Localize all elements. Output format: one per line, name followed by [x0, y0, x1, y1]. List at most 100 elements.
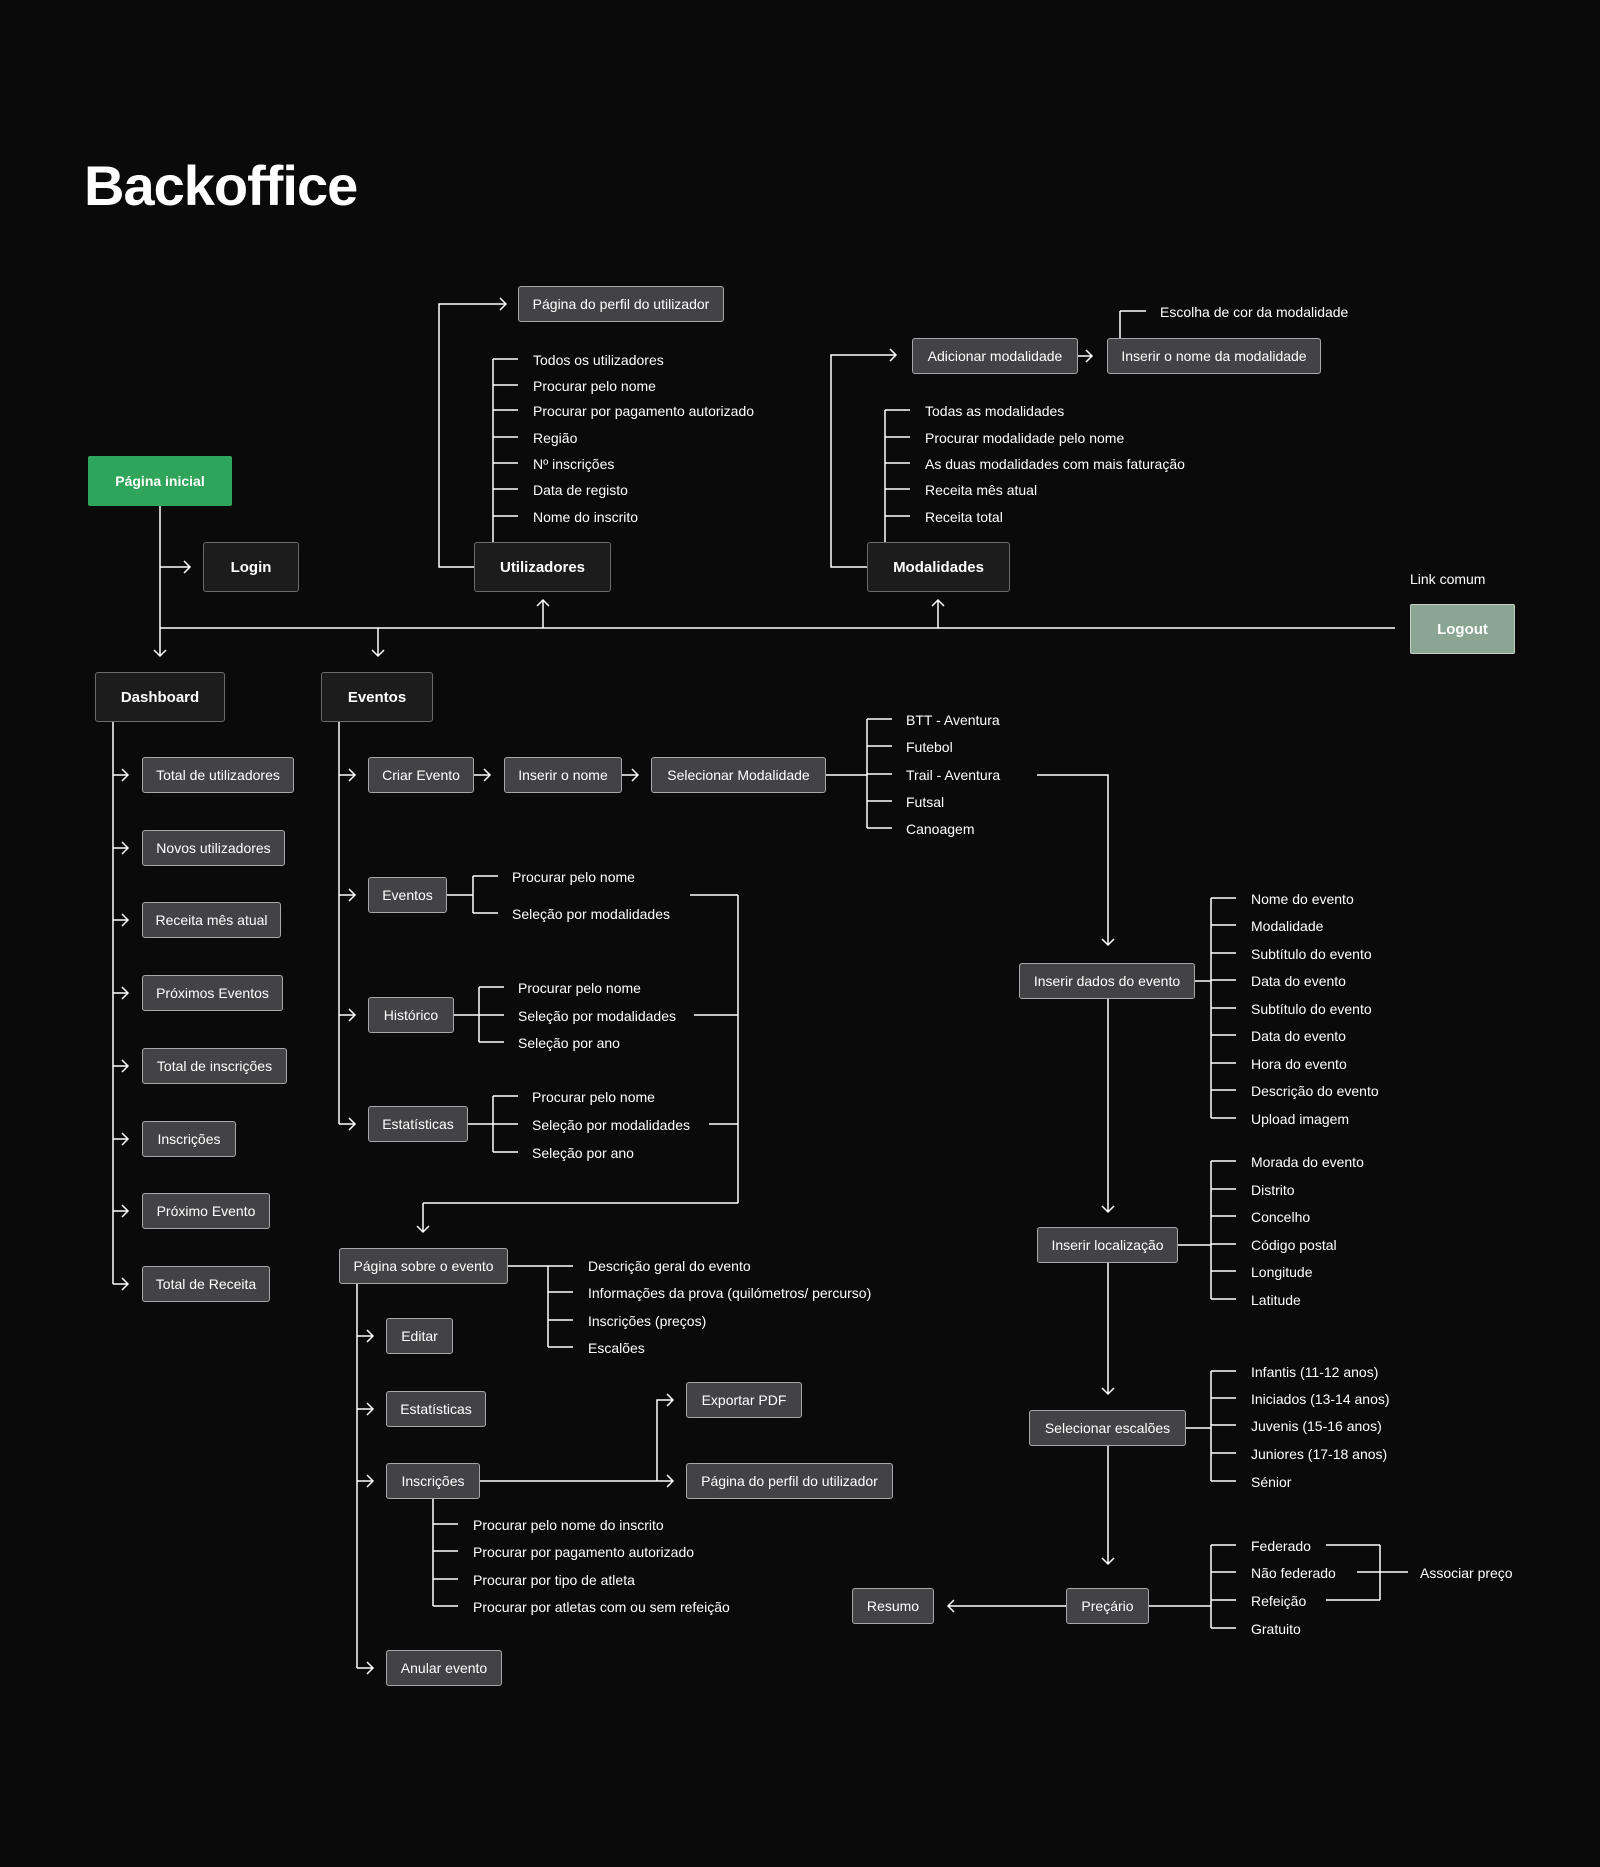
list-item: Nome do evento [1251, 891, 1354, 907]
filter-item: Seleção por modalidades [512, 906, 670, 922]
list-item: Informações da prova (quilómetros/ percu… [588, 1285, 872, 1301]
list-item: Modalidade [1251, 918, 1324, 934]
dashboard-item[interactable]: Total de inscrições [142, 1048, 287, 1084]
connector [366, 1402, 375, 1416]
filter-item: Procurar pelo nome [518, 980, 641, 996]
list-item: Receita total [925, 509, 1003, 525]
connector [631, 768, 640, 782]
list-item: Descrição do evento [1251, 1083, 1379, 1099]
events-node[interactable]: Eventos [321, 672, 433, 722]
dashboard-item[interactable]: Total de utilizadores [142, 757, 294, 793]
list-item: Latitude [1251, 1292, 1301, 1308]
link-common-label: Link comum [1410, 571, 1486, 587]
list-item: Distrito [1251, 1182, 1295, 1198]
dashboard-item[interactable]: Inscrições [142, 1121, 236, 1157]
list-item: Procurar pelo nome [533, 378, 656, 394]
user-profile-node[interactable]: Página do perfil do utilizador [518, 286, 724, 322]
connector [348, 1117, 357, 1131]
connector [121, 1059, 130, 1073]
select-modality-node[interactable]: Selecionar Modalidade [651, 757, 826, 793]
list-item: Todas as modalidades [925, 403, 1065, 419]
dashboard-item[interactable]: Próximos Eventos [142, 975, 283, 1011]
login-node[interactable]: Login [203, 542, 299, 592]
add-modality-node[interactable]: Adicionar modalidade [912, 338, 1078, 374]
list-item: Upload imagem [1251, 1111, 1350, 1127]
connector [666, 1474, 675, 1488]
connector [153, 649, 167, 658]
connector [830, 354, 896, 568]
cancel-event-node[interactable]: Anular evento [386, 1650, 502, 1686]
modalities-node[interactable]: Modalidades [867, 542, 1010, 592]
list-item: Não federado [1251, 1565, 1336, 1581]
connector [1101, 1205, 1115, 1214]
connector [931, 598, 945, 607]
event-statistics-node[interactable]: Estatísticas [386, 1391, 486, 1427]
summary-node[interactable]: Resumo [852, 1588, 934, 1624]
list-item: Sénior [1251, 1474, 1292, 1490]
export-pdf-node[interactable]: Exportar PDF [686, 1382, 802, 1418]
filter-item: Seleção por ano [532, 1145, 634, 1161]
list-item: Procurar pelo nome do inscrito [473, 1517, 664, 1533]
list-item: Código postal [1251, 1237, 1337, 1253]
connector [121, 841, 130, 855]
registrations-node[interactable]: Inscrições [386, 1463, 480, 1499]
associate-price-label: Associar preço [1420, 1565, 1513, 1581]
insert-name-node[interactable]: Inserir o nome [504, 757, 622, 793]
connector [499, 297, 508, 311]
list-item: Gratuito [1251, 1621, 1301, 1637]
dashboard-item[interactable]: Total de Receita [142, 1266, 270, 1302]
edit-node[interactable]: Editar [386, 1318, 453, 1354]
dashboard-node[interactable]: Dashboard [95, 672, 225, 722]
modality-name-node[interactable]: Inserir o nome da modalidade [1107, 338, 1321, 374]
connector [121, 1277, 130, 1291]
filter-item: Seleção por modalidades [518, 1008, 676, 1024]
users-node[interactable]: Utilizadores [474, 542, 611, 592]
connector [1037, 774, 1109, 945]
create-event-node[interactable]: Criar Evento [368, 757, 474, 793]
event-data-node[interactable]: Inserir dados do evento [1019, 963, 1195, 999]
dashboard-item[interactable]: Receita mês atual [142, 902, 281, 938]
list-item: Futebol [906, 739, 953, 755]
event-page-node[interactable]: Página sobre o evento [339, 1248, 508, 1284]
connector [348, 768, 357, 782]
connector [1101, 938, 1115, 947]
list-item: Procurar por tipo de atleta [473, 1572, 635, 1588]
list-item: Procurar por pagamento autorizado [473, 1544, 695, 1560]
filter-item: Seleção por modalidades [532, 1117, 690, 1133]
user-profile-node-2[interactable]: Página do perfil do utilizador [686, 1463, 893, 1499]
connector [121, 986, 130, 1000]
filter-item: Seleção por ano [518, 1035, 620, 1051]
connector [366, 1474, 375, 1488]
list-item: Receita mês atual [925, 482, 1038, 498]
list-item: Nº inscrições [533, 456, 615, 472]
list-item: Longitude [1251, 1264, 1313, 1280]
list-item: Subtítulo do evento [1251, 946, 1372, 962]
list-item: Nome do inscrito [533, 509, 639, 525]
list-item: Federado [1251, 1538, 1311, 1554]
list-item: Procurar modalidade pelo nome [925, 430, 1125, 446]
list-item: Concelho [1251, 1209, 1311, 1225]
connector [1085, 349, 1094, 363]
statistics-node[interactable]: Estatísticas [368, 1106, 468, 1142]
list-item: Data do evento [1251, 973, 1346, 989]
list-item: As duas modalidades com mais faturação [925, 456, 1185, 472]
connector [666, 1393, 675, 1407]
dashboard-item[interactable]: Próximo Evento [142, 1193, 270, 1229]
history-node[interactable]: Histórico [368, 997, 454, 1033]
home-node[interactable]: Página inicial [88, 456, 232, 506]
logout-node[interactable]: Logout [1410, 604, 1515, 654]
dashboard-item[interactable]: Novos utilizadores [142, 830, 285, 866]
age-groups-node[interactable]: Selecionar escalões [1029, 1410, 1186, 1446]
events-sub-node[interactable]: Eventos [368, 877, 447, 913]
list-item: Inscrições (preços) [588, 1313, 707, 1329]
connector [121, 913, 130, 927]
list-item: Procurar por pagamento autorizado [533, 403, 755, 419]
pricing-node[interactable]: Preçário [1066, 1588, 1149, 1624]
connector [946, 1599, 955, 1613]
list-item: Todos os utilizadores [533, 352, 664, 368]
list-item: BTT - Aventura [906, 712, 1000, 728]
location-node[interactable]: Inserir localização [1037, 1227, 1178, 1263]
list-item: Região [533, 430, 578, 446]
list-item: Trail - Aventura [906, 767, 1001, 783]
